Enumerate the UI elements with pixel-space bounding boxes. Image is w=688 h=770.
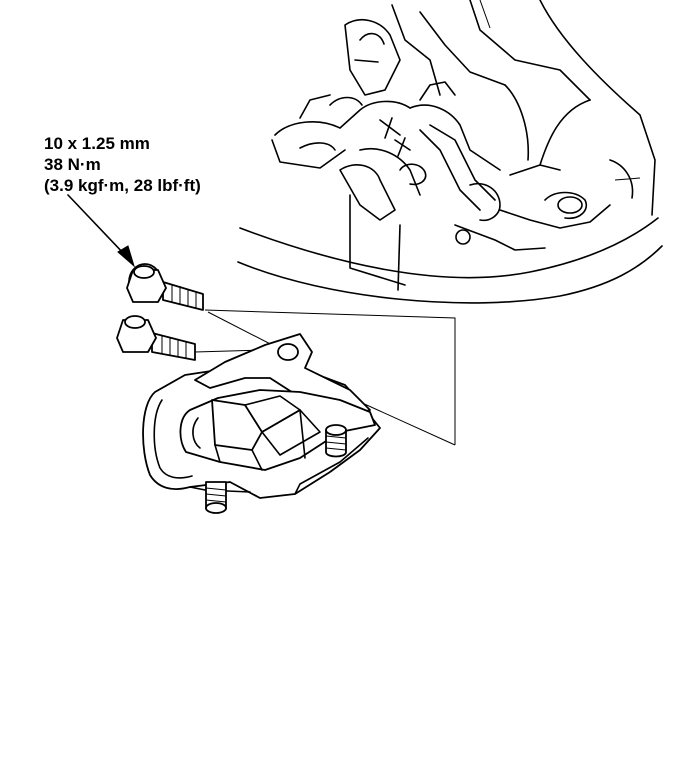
upper-bolt <box>126 263 204 311</box>
lower-bolt <box>116 315 196 361</box>
torque-spec-callout: 10 x 1.25 mm 38 N·m (3.9 kgf·m, 28 lbf·f… <box>44 133 201 196</box>
torque-alt-label: (3.9 kgf·m, 28 lbf·ft) <box>44 176 201 195</box>
bracket-studs <box>205 424 347 514</box>
callout-arrow <box>67 194 135 268</box>
torque-nm-label: 38 N·m <box>44 155 101 174</box>
mount-bracket <box>142 333 381 499</box>
engine-assembly <box>237 0 663 304</box>
bolt-size-label: 10 x 1.25 mm <box>44 134 150 153</box>
